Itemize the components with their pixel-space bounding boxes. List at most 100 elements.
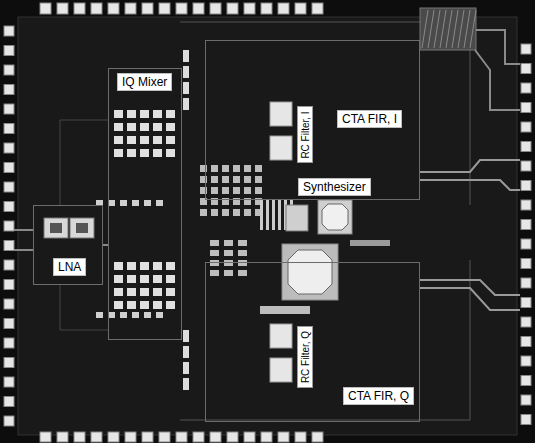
mixer-cell: [114, 262, 123, 270]
block-label: RC Filter, Q: [300, 331, 311, 383]
inductor-coil: [288, 250, 332, 294]
bond-pad: [142, 3, 153, 14]
bond-pad: [4, 416, 14, 426]
inductor: [70, 218, 94, 238]
mixer-cell: [153, 262, 162, 270]
bond-pad: [521, 142, 531, 152]
bond-pad: [4, 397, 14, 407]
logic-cell: [238, 260, 247, 266]
bond-pad: [312, 432, 323, 442]
capacitor: [270, 136, 292, 160]
bond-pad: [4, 65, 14, 75]
capacitor: [270, 102, 292, 126]
hatch-line: [422, 10, 428, 48]
logic-cell: [224, 260, 233, 266]
logic-cell: [200, 209, 207, 216]
mixer-cell: [153, 136, 162, 144]
mixer-cell: [114, 301, 123, 309]
logic-cell: [222, 176, 229, 183]
bond-pad: [521, 278, 531, 288]
bond-pad: [40, 432, 51, 442]
logic-cell: [210, 250, 219, 256]
logic-cell: [244, 165, 251, 172]
bond-pad: [74, 3, 85, 14]
mixer-cell: [166, 275, 175, 283]
bond-pad: [108, 432, 119, 442]
mixer-cell: [127, 288, 136, 296]
bond-pad: [261, 432, 272, 442]
logic-cell: [224, 270, 233, 276]
circuit-block: CTA FIR, IRC Filter, I: [205, 40, 420, 200]
bond-pad: [4, 46, 14, 56]
bond-pad: [521, 220, 531, 230]
mixer-cell: [153, 123, 162, 131]
capacitor: [183, 82, 189, 94]
die-core: [18, 17, 517, 435]
hatch-line: [440, 10, 446, 48]
bond-pad: [4, 358, 14, 368]
bond-pad: [4, 163, 14, 173]
mixer-cell: [127, 275, 136, 283]
capacitor: [270, 324, 292, 348]
bond-pad: [244, 3, 255, 14]
mixer-cell: [166, 288, 175, 296]
mixer-cell: [127, 262, 136, 270]
mixer-cell: [120, 312, 127, 318]
logic-cell: [233, 187, 240, 194]
metal-route: [60, 285, 108, 330]
inductor-core: [76, 223, 88, 233]
bond-pad: [4, 319, 14, 329]
bond-pad: [74, 432, 85, 442]
logic-cell: [233, 209, 240, 216]
block-label: CTA FIR, Q: [343, 387, 414, 405]
logic-cell: [238, 270, 247, 276]
bond-pad: [521, 337, 531, 347]
bond-pad: [57, 432, 68, 442]
mixer-cell: [132, 312, 139, 318]
logic-cell: [255, 165, 262, 172]
capacitor: [183, 330, 189, 342]
mixer-cell: [140, 136, 149, 144]
capacitor: [183, 378, 189, 390]
mixer-cell: [140, 301, 149, 309]
bond-pad: [4, 260, 14, 270]
bond-pad: [159, 3, 170, 14]
bond-pad: [521, 64, 531, 74]
bond-pad: [521, 83, 531, 93]
hatch-line: [446, 10, 452, 48]
inductor: [44, 218, 68, 238]
bond-pad: [176, 432, 187, 442]
capacitor: [183, 346, 189, 358]
bond-pad: [521, 239, 531, 249]
logic-cell: [210, 270, 219, 276]
circuit-block: CTA FIR, Q RC Filter, Q: [205, 262, 420, 422]
logic-cell: [238, 240, 247, 246]
logic-cell: [211, 165, 218, 172]
mixer-cell: [127, 110, 136, 118]
metal-route: [14, 249, 33, 251]
bond-pad: [91, 432, 102, 442]
hatch-line: [434, 10, 440, 48]
mixer-cell: [140, 262, 149, 270]
circuit-block: IQ Mixer: [108, 68, 182, 340]
bond-pad: [125, 3, 136, 14]
bond-pad: [4, 377, 14, 387]
bond-pad: [521, 395, 531, 405]
bond-pad: [261, 3, 272, 14]
logic-cell: [255, 187, 262, 194]
logic-cell: [224, 240, 233, 246]
capacitor: [183, 66, 189, 78]
logic-cell: [278, 200, 281, 230]
bond-pad: [91, 3, 102, 14]
logic-cell: [272, 200, 275, 230]
logic-cell: [210, 260, 219, 266]
bond-pad: [4, 124, 14, 134]
bond-pad: [521, 259, 531, 269]
block-label: LNA: [53, 258, 86, 276]
mixer-cell: [114, 149, 123, 157]
mixer-cell: [166, 136, 175, 144]
block-label: CTA FIR, I: [337, 110, 402, 128]
metal-route: [60, 120, 108, 205]
